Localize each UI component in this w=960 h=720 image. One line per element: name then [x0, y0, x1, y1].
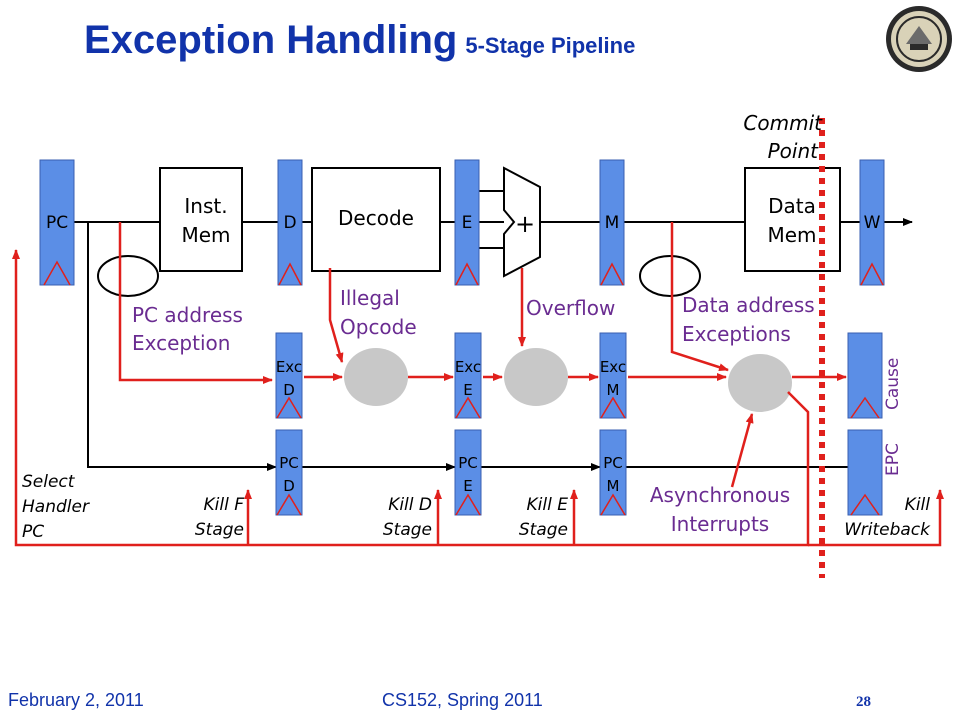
- alu-label: +: [515, 210, 535, 238]
- footer-date: February 2, 2011: [8, 690, 144, 710]
- exc-m-label-line1: Exc: [600, 358, 626, 376]
- select-handler-label-line3: PC: [22, 522, 44, 542]
- pc-exception-detector: [97, 255, 159, 297]
- title-main: Exception Handling: [84, 18, 458, 62]
- pc-e-register: [454, 429, 482, 516]
- kill-f-label-line2: Stage: [195, 520, 244, 540]
- title-subtitle: 5-Stage Pipeline: [465, 33, 636, 58]
- exc-e-register: [454, 332, 482, 419]
- d-register-label: D: [283, 213, 296, 233]
- decode-label: Decode: [338, 206, 414, 230]
- e-register: [454, 159, 480, 286]
- exc-d-label-line2: D: [283, 381, 295, 399]
- d-register: [277, 159, 303, 286]
- alu-adder: [503, 166, 541, 278]
- exc-mux-d: [344, 348, 408, 406]
- exc-e-label-line1: Exc: [455, 358, 481, 376]
- exc-mux-m: [728, 354, 792, 412]
- pipeline-registers: [39, 159, 885, 516]
- kill-d-label-line2: Stage: [383, 520, 432, 540]
- page-number: 28: [856, 694, 871, 710]
- instruction-memory: [159, 167, 243, 272]
- pc-register: [39, 159, 75, 286]
- pc-register-label: PC: [46, 213, 68, 233]
- exc-m-register: [599, 332, 627, 419]
- pc-address-label-line2: Exception: [132, 331, 230, 355]
- kill-e-label-line1: Kill E: [527, 495, 569, 515]
- commit-label-line1: Commit: [743, 111, 823, 135]
- footer-course: CS152, Spring 2011: [382, 690, 543, 710]
- pc-d-label-line2: D: [283, 477, 295, 495]
- pc-e-label-line2: E: [463, 477, 472, 495]
- data-memory: [744, 167, 841, 272]
- exc-m-label-line2: M: [607, 381, 620, 399]
- pc-e-label-line1: PC: [458, 454, 478, 472]
- pc-m-label-line2: M: [607, 477, 620, 495]
- exc-d-register: [275, 332, 303, 419]
- exception-wires: [12, 222, 944, 547]
- clock-triangles: [43, 260, 884, 516]
- university-seal-logo: [884, 4, 954, 74]
- commit-label-line2: Point: [768, 139, 820, 163]
- cause-register: [847, 332, 883, 419]
- imem-label-line2: Mem: [181, 223, 230, 247]
- data-address-label-line1: Data address: [682, 293, 815, 317]
- illegal-opcode-label-line1: Illegal: [340, 286, 400, 310]
- select-handler-label-line2: Handler: [22, 497, 90, 517]
- async-interrupts-label-line2: Interrupts: [671, 512, 769, 536]
- decode-unit: [311, 167, 441, 272]
- exc-d-label-line1: Exc: [276, 358, 302, 376]
- w-register-label: W: [864, 213, 881, 233]
- kill-e-label-line2: Stage: [519, 520, 568, 540]
- cause-label: Cause: [883, 358, 903, 410]
- imem-label-line1: Inst.: [184, 194, 227, 218]
- pc-address-label-line1: PC address: [132, 303, 243, 327]
- select-handler-label-line1: Select: [22, 472, 76, 492]
- kill-d-label-line1: Kill D: [388, 495, 432, 515]
- m-register-label: M: [605, 213, 620, 233]
- pc-m-register: [599, 429, 627, 516]
- datapath-wires: [74, 190, 913, 471]
- kill-writeback-label-line2: Writeback: [844, 520, 931, 540]
- dmem-label-line2: Mem: [767, 223, 816, 247]
- page-title: Exception Handling 5-Stage Pipeline: [84, 18, 635, 63]
- data-exception-detector: [639, 255, 701, 297]
- pc-d-register: [275, 429, 303, 516]
- exc-mux-e: [504, 348, 568, 406]
- dmem-label-line1: Data: [768, 194, 816, 218]
- epc-register: [847, 429, 883, 516]
- kill-writeback-label-line1: Kill: [905, 495, 931, 515]
- overflow-label: Overflow: [526, 296, 615, 320]
- data-address-label-line2: Exceptions: [682, 322, 791, 346]
- epc-label: EPC: [883, 443, 903, 476]
- kill-f-label-line1: Kill F: [204, 495, 245, 515]
- e-register-label: E: [462, 213, 473, 233]
- pc-m-label-line1: PC: [603, 454, 623, 472]
- illegal-opcode-label-line2: Opcode: [340, 315, 417, 339]
- pc-d-label-line1: PC: [279, 454, 299, 472]
- exc-e-label-line2: E: [463, 381, 472, 399]
- async-interrupts-label-line1: Asynchronous: [650, 483, 790, 507]
